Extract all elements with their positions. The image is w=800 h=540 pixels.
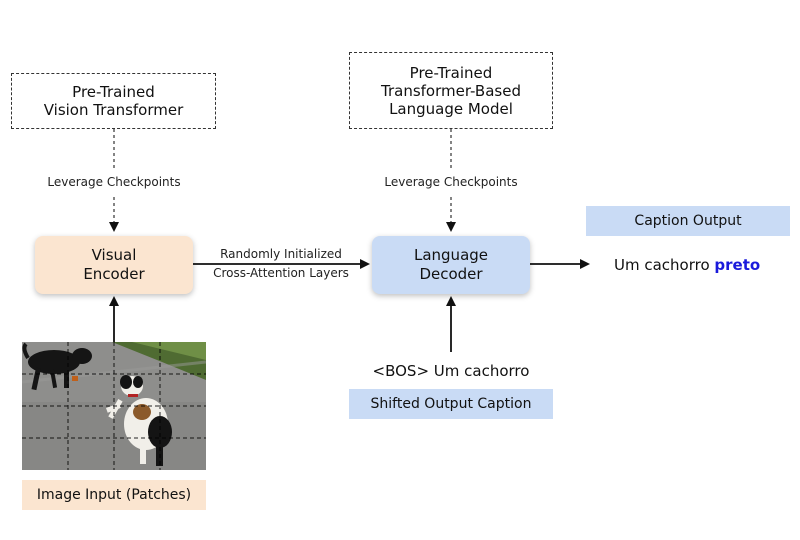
visual-encoder-block: Visual Encoder (35, 236, 193, 294)
pretrained-vit-box: Pre-Trained Vision Transformer (11, 73, 216, 129)
image-input-tag: Image Input (Patches) (22, 480, 206, 510)
leverage-checkpoints-label-right: Leverage Checkpoints (384, 175, 518, 189)
caption-output-highlight-word: preto (714, 256, 761, 274)
caption-output-tag: Caption Output (586, 206, 790, 236)
cross-attention-label-line1: Randomly Initialized (220, 247, 342, 261)
pretrained-language-model-box: Pre-Trained Transformer-Based Language M… (349, 52, 553, 129)
language-decoder-block: Language Decoder (372, 236, 530, 294)
cross-attention-label-line2: Cross-Attention Layers (213, 266, 349, 280)
input-image (22, 342, 206, 470)
caption-output-text: Um cachorro preto (614, 256, 760, 274)
dogs-photo-illustration (22, 342, 206, 470)
shifted-output-caption-tag: Shifted Output Caption (349, 389, 553, 419)
leverage-checkpoints-label-left: Leverage Checkpoints (47, 175, 181, 189)
caption-output-prefix: Um cachorro (614, 256, 715, 274)
shifted-input-text: <BOS> Um cachorro (372, 362, 530, 380)
